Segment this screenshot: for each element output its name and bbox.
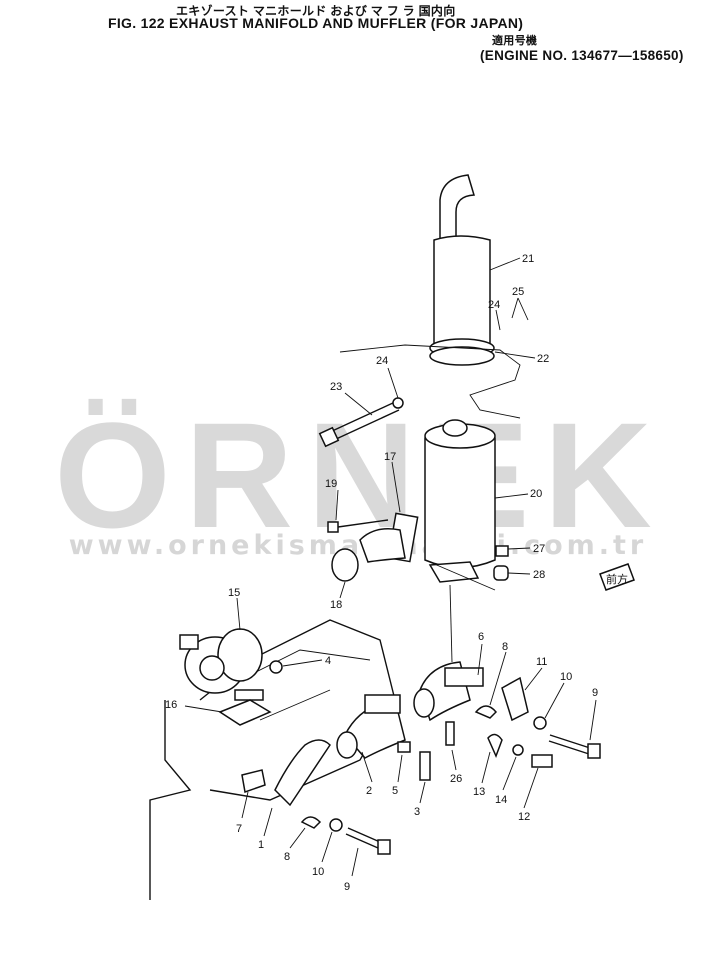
callout-12: 12 — [518, 811, 530, 823]
figure-title: FIG. 122 EXHAUST MANIFOLD AND MUFFLER (F… — [108, 15, 524, 31]
callout-1: 1 — [258, 839, 264, 851]
callout-15: 15 — [228, 587, 240, 599]
callout-8b: 8 — [284, 851, 290, 863]
star-washer-10-lower — [329, 818, 343, 832]
callout-5: 5 — [392, 785, 398, 797]
washer-14 — [512, 744, 524, 756]
callout-10a: 10 — [560, 671, 572, 683]
callout-7: 7 — [236, 823, 242, 835]
bolt-23 — [318, 397, 404, 448]
clamp-8 — [474, 705, 498, 719]
svg-text:前方: 前方 — [606, 572, 628, 586]
callout-9b: 9 — [344, 881, 350, 893]
nut-27 — [495, 545, 509, 557]
callout-3: 3 — [414, 806, 420, 818]
gasket-7 — [241, 769, 266, 793]
callout-6: 6 — [478, 631, 484, 643]
bolt-9-lower — [345, 827, 391, 855]
flange-17-assembly — [327, 512, 419, 582]
bolt-3 — [419, 751, 431, 781]
callout-9a: 9 — [592, 687, 598, 699]
callout-26: 26 — [450, 773, 462, 785]
muffler-part — [424, 419, 496, 591]
connector-line — [449, 584, 453, 663]
callout-21: 21 — [522, 253, 534, 265]
exhaust-pipe-1 — [274, 739, 331, 807]
leader-lines — [184, 257, 597, 877]
turbocharger-part — [179, 628, 264, 701]
callout-10b: 10 — [312, 866, 324, 878]
callout-17: 17 — [384, 451, 396, 463]
nut-4 — [269, 660, 283, 674]
callout-18: 18 — [330, 599, 342, 611]
tail-pipe-part — [429, 174, 495, 366]
callout-25: 25 — [512, 286, 524, 298]
front-direction-tag: 前方 — [599, 563, 635, 591]
clamp-8-lower — [300, 816, 322, 829]
callout-24b: 24 — [376, 355, 388, 367]
bracket-11 — [501, 676, 529, 722]
callout-4: 4 — [325, 655, 331, 667]
callout-14: 14 — [495, 794, 507, 806]
elbow-6 — [413, 661, 484, 722]
japanese-engine-label: 適用号機 — [492, 35, 538, 47]
callout-19: 19 — [325, 478, 337, 490]
stud-5 — [397, 741, 411, 753]
exhaust-elbow-2 — [336, 694, 406, 759]
japanese-title: エキゾースト マニホールド および マ フ ラ 国内向 — [176, 4, 456, 18]
callout-28: 28 — [533, 569, 545, 581]
callout-2: 2 — [366, 785, 372, 797]
clip-13 — [487, 733, 503, 758]
callout-8a: 8 — [502, 641, 508, 653]
callout-23: 23 — [330, 381, 342, 393]
callout-24a: 24 — [488, 299, 500, 311]
callout-16: 16 — [165, 699, 177, 711]
bolt-26 — [445, 721, 455, 746]
callout-13: 13 — [473, 786, 485, 798]
engine-block-details — [239, 649, 371, 721]
callout-20: 20 — [530, 488, 542, 500]
engine-number-range: (ENGINE NO. 134677—158650) — [480, 48, 684, 63]
callout-27: 27 — [533, 543, 545, 555]
callout-labels: 21 24 25 22 24 23 17 20 19 27 28 18 15 4… — [165, 253, 598, 893]
spacer-28 — [493, 565, 509, 581]
bolt-12 — [531, 754, 553, 768]
frame-outline — [339, 344, 521, 419]
star-washer-10 — [533, 716, 547, 730]
gasket-16 — [218, 699, 272, 726]
bolt-9 — [548, 734, 601, 759]
callout-11: 11 — [536, 656, 547, 668]
callout-22: 22 — [537, 353, 549, 365]
